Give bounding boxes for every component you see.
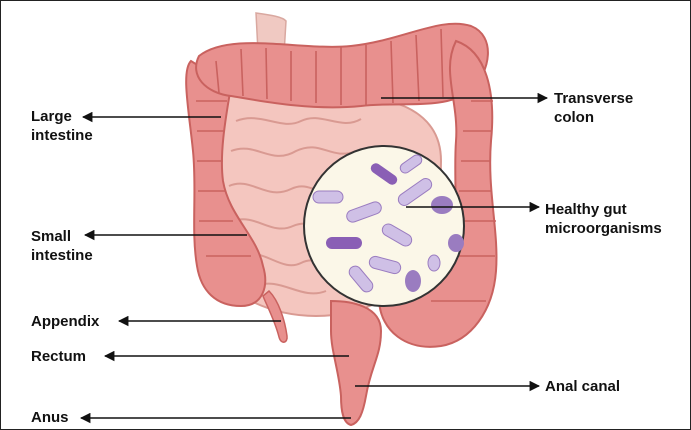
label-transverse-colon: Transverse colon [554,89,633,127]
label-rectum: Rectum [31,347,86,366]
label-anal-canal: Anal canal [545,377,620,396]
label-appendix: Appendix [31,312,99,331]
label-anus: Anus [31,408,69,427]
label-healthy-gut-microorganisms: Healthy gut microorganisms [545,200,662,238]
label-large-intestine: Large intestine [31,107,93,145]
microbe-magnifier [304,146,464,306]
label-small-intestine: Small intestine [31,227,93,265]
